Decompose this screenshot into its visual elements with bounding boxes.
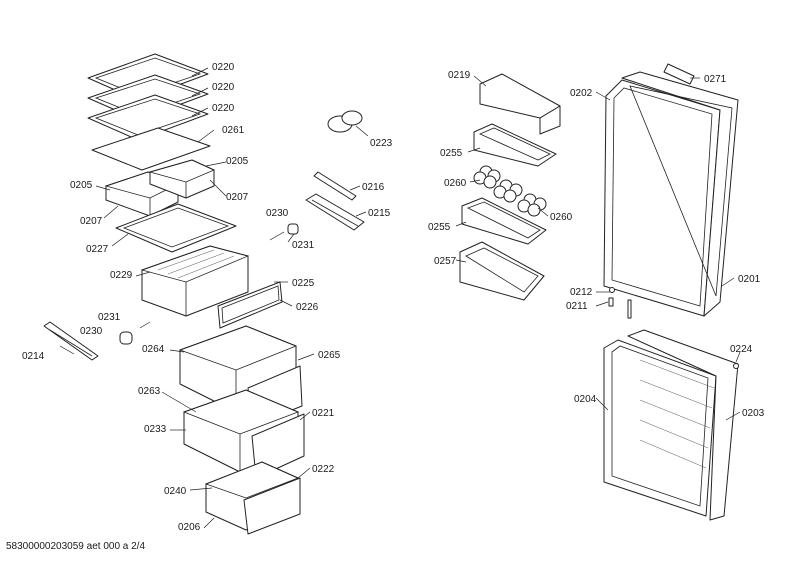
egg-tray-1: [473, 165, 501, 189]
egg-tray-2: [493, 179, 523, 203]
label-0219: 0219: [448, 70, 471, 81]
label-0212: 0212: [570, 287, 593, 298]
crisper-housing: [140, 245, 250, 317]
label-0260-b: 0260: [550, 212, 573, 223]
label-0221: 0221: [312, 408, 335, 419]
label-0226: 0226: [296, 302, 319, 313]
freezer-drawer-middle: [182, 389, 305, 479]
label-0205-a: 0205: [70, 180, 93, 191]
label-0206: 0206: [178, 522, 201, 533]
label-0231-b: 0231: [98, 312, 121, 323]
label-0233: 0233: [144, 424, 167, 435]
label-0255-a: 0255: [440, 148, 463, 159]
fridge-door-gasket: [603, 79, 721, 317]
rail-holder: [305, 193, 365, 231]
label-0231-a: 0231: [292, 240, 315, 251]
label-0240: 0240: [164, 486, 187, 497]
label-0227: 0227: [86, 244, 109, 255]
pin-upper: [269, 223, 299, 241]
part-labels: 0220 0220 0220 0261 0205 0205 0207 0207 …: [22, 62, 765, 533]
label-0265: 0265: [318, 350, 341, 361]
label-0255-b: 0255: [428, 222, 451, 233]
door-handle-cover: [663, 63, 695, 85]
fridge-door: [621, 71, 739, 317]
leader-lines: [59, 67, 741, 529]
door-shelf-0257: [459, 241, 545, 301]
label-0222: 0222: [312, 464, 335, 475]
label-0261: 0261: [222, 125, 245, 136]
label-0216: 0216: [362, 182, 385, 193]
label-0202: 0202: [570, 88, 593, 99]
rail-bar: [313, 171, 357, 201]
door-shelf-0219: [479, 73, 561, 135]
label-0220-a: 0220: [212, 62, 235, 73]
document-footer: 58300000203059 aet 000 a 2/4: [6, 541, 146, 552]
label-0214: 0214: [22, 351, 45, 362]
pin-lower: [119, 321, 151, 345]
door-shelf-0255-middle: [461, 197, 547, 245]
label-0205-b: 0205: [226, 156, 249, 167]
label-0225: 0225: [292, 278, 315, 289]
label-0220-c: 0220: [212, 103, 235, 114]
label-0215: 0215: [368, 208, 391, 219]
label-0207-a: 0207: [80, 216, 103, 227]
label-0230-b: 0230: [80, 326, 103, 337]
label-0223: 0223: [370, 138, 393, 149]
hinge-bar: [43, 321, 99, 361]
label-0257: 0257: [434, 256, 457, 267]
small-drawer-right: [148, 159, 215, 199]
freezer-drawer-bottom: [204, 461, 301, 535]
label-0211: 0211: [566, 301, 588, 312]
door-shelf-0255-top: [473, 123, 557, 167]
label-0203: 0203: [742, 408, 765, 419]
label-0260-a: 0260: [444, 178, 467, 189]
glass-shelf-4: [91, 127, 211, 171]
label-0220-b: 0220: [212, 82, 235, 93]
crisper-front-panel: [217, 281, 283, 329]
hinge-caps: [327, 110, 363, 133]
label-0230-a: 0230: [266, 208, 289, 219]
freezer-door: [627, 329, 739, 521]
label-0264: 0264: [142, 344, 165, 355]
label-0271: 0271: [704, 74, 727, 85]
label-0204: 0204: [574, 394, 597, 405]
egg-tray-3: [517, 193, 547, 217]
screw-parts: [608, 287, 739, 369]
shelf-frame: [115, 203, 237, 253]
glass-shelf-3: [87, 94, 209, 141]
label-0263: 0263: [138, 386, 161, 397]
label-0201: 0201: [738, 274, 761, 285]
label-0229: 0229: [110, 270, 133, 281]
label-0224: 0224: [730, 344, 753, 355]
label-0207-b: 0207: [226, 192, 249, 203]
